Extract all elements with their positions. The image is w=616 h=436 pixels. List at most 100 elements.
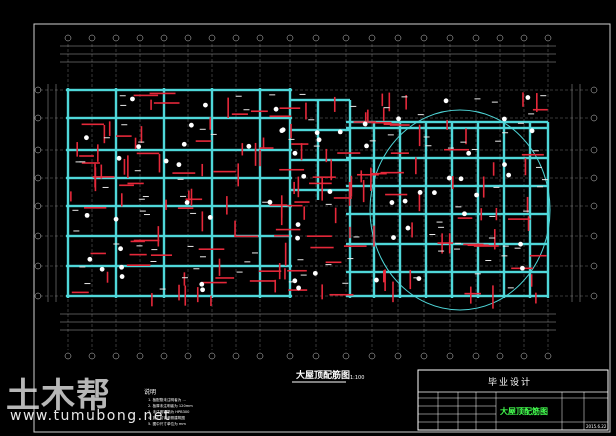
rebar-tag [150,260,157,262]
rebar-bar [306,235,332,237]
rebar-bar [290,123,292,139]
rebar-bar [190,188,193,206]
rebar-tag [528,113,535,115]
beam [290,98,350,102]
rebar-bar [522,92,524,107]
axis-bubble [160,352,168,360]
rebar-bar [100,164,103,179]
rebar-tag [493,186,500,188]
axis-bubble [368,352,376,360]
slab-marker [364,143,369,149]
rebar-bar [184,285,187,306]
rebar-bar [201,163,204,177]
rebar-bar [321,177,323,201]
rebar-bar [382,270,385,283]
rebar-tag [102,186,109,188]
beam [346,242,548,246]
rebar-tag [491,101,498,103]
rebar-bar [415,157,417,175]
axis-bubble [312,34,320,42]
rebar-bar [76,142,78,157]
rebar-bar [297,176,300,198]
axis-bubble [34,292,42,300]
beam [346,270,548,274]
rebar-bar [133,94,159,97]
rebar-bar [524,158,527,176]
beam [346,294,548,298]
beam [316,100,320,200]
axis-bubble [520,34,528,42]
rebar-bar [469,286,472,304]
slab-marker [327,189,333,195]
rebar-bar [262,137,265,148]
slab-marker [119,264,124,270]
rebar-bar [116,135,132,137]
beam [346,184,548,188]
rebar-tag [350,105,357,107]
rebar-tag [299,93,306,95]
beam [290,158,350,162]
rebar-bar [284,242,287,266]
slab-marker [199,281,205,287]
rebar-bar [411,222,413,238]
axis-bubble [496,352,504,360]
rebar-bar [303,206,306,220]
rebar-bar [284,268,286,280]
slab-marker [301,173,307,179]
rebar-bar [149,92,176,95]
slab-marker [443,98,449,104]
beam [502,122,506,298]
rebar-tag [193,268,200,270]
rebar-bar [418,192,421,212]
beam [66,116,292,120]
rebar-bar [90,252,106,255]
axis-bubble [232,352,240,360]
rebar-bar [196,287,199,303]
rebar-bar [530,274,533,287]
rebar-bar [334,207,337,224]
slab-marker [417,190,423,195]
note-line: 3. 未注明钢筋为 HPB300 [148,409,190,414]
rebar-bar [382,107,385,121]
rebar-tag [79,161,86,163]
rebar-bar [183,272,186,286]
slab-marker [391,235,396,240]
rebar-bar [384,269,386,292]
rebar-tag [269,94,276,96]
rebar-tag [79,266,86,268]
axis-bubble [590,146,598,154]
axis-bubble [520,352,528,360]
rebar-bar [493,229,496,250]
slab-marker [84,212,90,218]
rebar-tag [425,145,432,147]
rebar-tag [236,271,243,273]
slab-marker [181,141,187,147]
rebar-bar [373,225,375,247]
rebar-bar [106,271,109,283]
watermark-logo: 土木帮 [6,376,111,416]
rebar-bar [250,110,268,113]
axis-bubble [34,232,42,240]
axis-bubble [368,34,376,42]
rebar-bar [274,234,290,237]
axis-bubble [64,34,72,42]
rebar-bar [291,143,309,145]
rebar-bar [360,170,363,183]
rebar-bar [329,293,354,296]
rebar-bar [185,198,203,201]
rebar-bar [153,102,180,104]
rebar-tag [471,148,478,150]
beam [288,88,292,298]
rebar-bar [241,143,244,156]
rebar-bar [119,184,134,187]
beam [114,88,118,298]
slab-marker [337,129,343,135]
axis-bubble [590,262,598,270]
slab-markers [72,93,548,293]
beam [66,204,292,208]
slab-marker [405,225,411,231]
rebar-bar [79,155,94,157]
rebar-bar [380,171,404,174]
